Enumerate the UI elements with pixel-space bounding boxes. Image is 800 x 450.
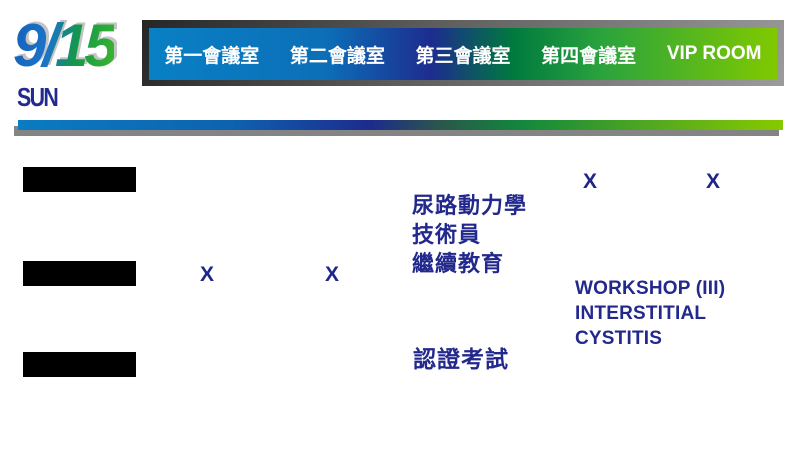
room-header-4: 第四會議室	[541, 45, 637, 67]
cell-room3-exam-title: 認證考試	[413, 346, 509, 372]
rooms-header-gradient: 第一會議室 第二會議室 第三會議室 第四會議室 VIP ROOM	[149, 28, 777, 80]
cell-slot2-room1-closed: X	[199, 263, 215, 286]
weekday-label: SUN	[17, 82, 59, 112]
cell-slot2-room2-closed: X	[324, 263, 340, 286]
room-header-3: 第三會議室	[415, 45, 511, 67]
cell-room4-workshop-title: WORKSHOP (III) INTERSTITIAL CYSTITIS	[575, 278, 726, 349]
date-label: 9/15	[13, 12, 118, 79]
divider-bar	[18, 120, 783, 130]
room-header-vip: VIP ROOM	[666, 43, 762, 64]
rooms-header-bar: 第一會議室 第二會議室 第三會議室 第四會議室 VIP ROOM	[142, 20, 784, 86]
room-header-1: 第一會議室	[164, 45, 260, 67]
room-header-2: 第二會議室	[289, 45, 385, 67]
time-slot-1-redacted	[23, 167, 136, 192]
time-slot-3-redacted	[23, 352, 136, 377]
cell-room3-course-title: 尿路動力學 技術員 繼續教育	[412, 193, 528, 276]
cell-slot1-viproom-closed: X	[705, 170, 721, 193]
time-slot-2-redacted	[23, 261, 136, 286]
cell-slot1-room4-closed: X	[582, 170, 598, 193]
